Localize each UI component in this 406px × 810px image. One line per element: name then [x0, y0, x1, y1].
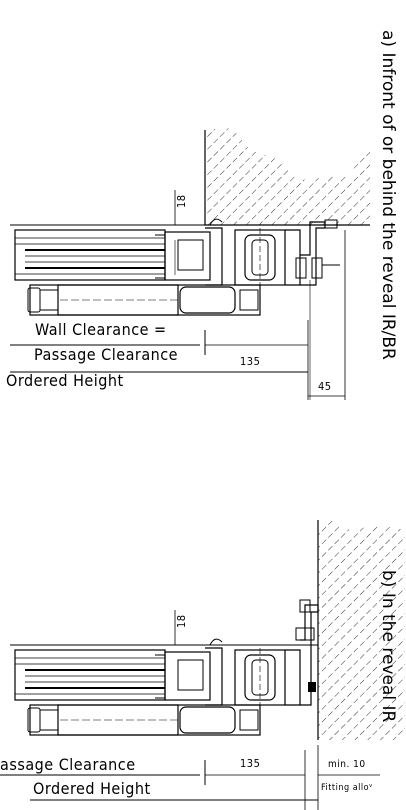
section-a-dim-18: 18 [175, 194, 188, 208]
section-b-dim-135: 135 [240, 757, 261, 770]
section-a-wall-clearance-label: Wall Clearance = [35, 320, 167, 339]
section-b-passage-clearance-label: assage Clearance [0, 755, 136, 774]
wall-hatch-b [318, 520, 405, 740]
section-b-fitting-label: Fitting alloᵛ [321, 783, 373, 793]
section-b-dim-18: 18 [175, 614, 188, 628]
section-b-dim-min: min. 10 [328, 759, 366, 770]
section-a-dim-135: 135 [240, 355, 261, 368]
section-a-drawing [10, 128, 370, 400]
section-a-passage-clearance-label: Passage Clearance [34, 345, 179, 364]
section-b-ordered-height-label: Ordered Height [33, 779, 151, 798]
section-b-drawing [0, 520, 405, 810]
section-a-dim-45: 45 [318, 380, 332, 393]
section-b-title: b) In the reveal IR [378, 570, 398, 723]
section-a-ordered-height-label: Ordered Height [6, 371, 124, 390]
wall-hatch-a [205, 128, 370, 225]
section-a-title: a) Infront of or behind the reveal IR/BR [378, 30, 398, 360]
